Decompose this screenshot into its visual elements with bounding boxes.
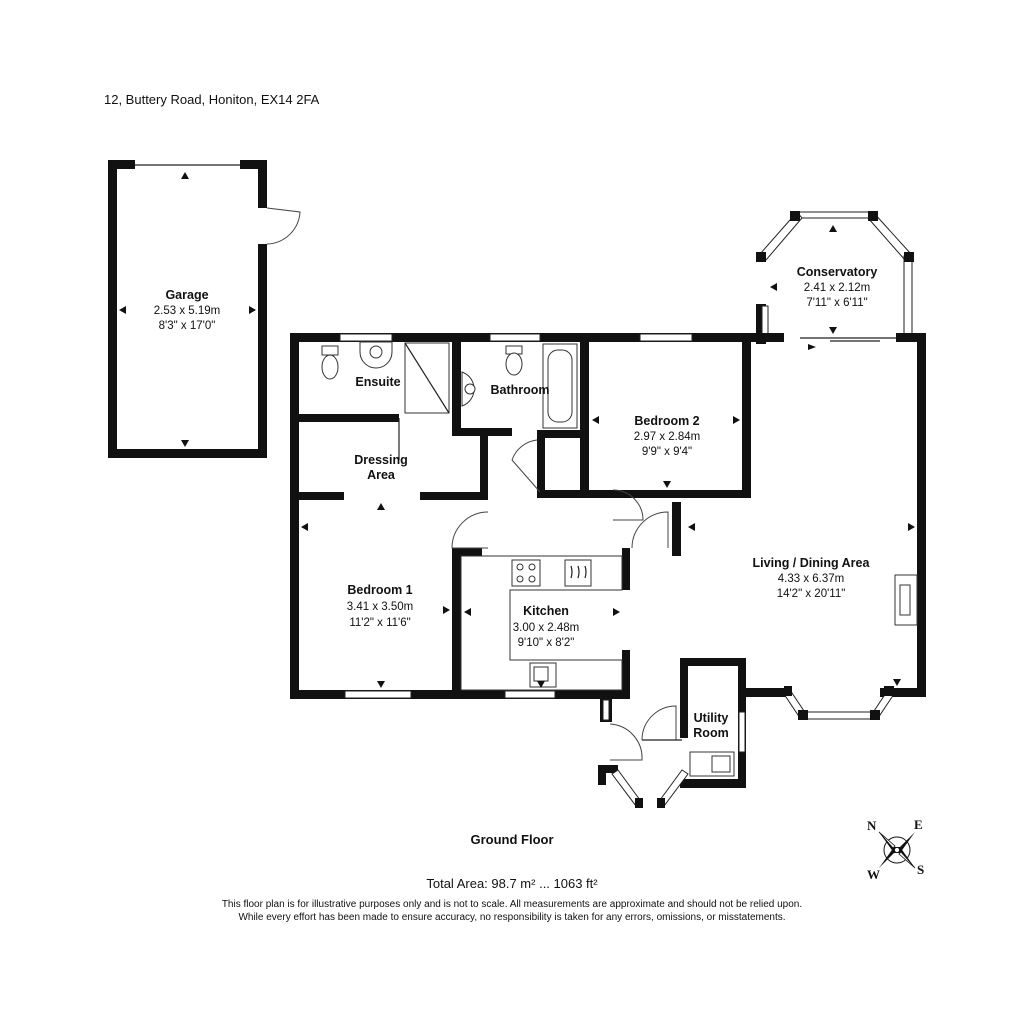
bedroom1-imperial: 11'2" x 11'6" bbox=[349, 617, 410, 629]
bathroom-name: Bathroom bbox=[490, 383, 549, 397]
conservatory-imperial: 7'11" x 6'11" bbox=[806, 297, 867, 309]
garage-metric: 2.53 x 5.19m bbox=[154, 305, 220, 317]
ensuite-name: Ensuite bbox=[355, 375, 400, 389]
utility-name-1: Utility bbox=[694, 711, 729, 725]
bedroom1-name: Bedroom 1 bbox=[347, 583, 412, 597]
kitchen-metric: 3.00 x 2.48m bbox=[513, 622, 579, 634]
disclaimer-line-2: While every effort has been made to ensu… bbox=[238, 912, 786, 923]
kitchen-imperial: 9'10" x 8'2" bbox=[518, 637, 575, 649]
room-labels: Garage 2.53 x 5.19m 8'3" x 17'0" Conserv… bbox=[154, 265, 878, 740]
living-imperial: 14'2" x 20'11" bbox=[777, 588, 846, 600]
garage bbox=[108, 160, 301, 458]
garage-name: Garage bbox=[165, 288, 208, 302]
sanitary-fixtures bbox=[321, 341, 735, 777]
compass-south: S bbox=[917, 862, 924, 877]
dressing-name-2: Area bbox=[367, 468, 396, 482]
kitchen-name: Kitchen bbox=[523, 604, 569, 618]
bedroom2-name: Bedroom 2 bbox=[634, 414, 699, 428]
disclaimer: This floor plan is for illustrative purp… bbox=[0, 898, 1024, 924]
disclaimer-line-1: This floor plan is for illustrative purp… bbox=[221, 899, 803, 910]
bedroom1-metric: 3.41 x 3.50m bbox=[347, 601, 413, 613]
conservatory-metric: 2.41 x 2.12m bbox=[804, 282, 870, 294]
garage-imperial: 8'3" x 17'0" bbox=[159, 320, 216, 332]
bedroom2-metric: 2.97 x 2.84m bbox=[634, 431, 700, 443]
floor-name: Ground Floor bbox=[470, 832, 554, 847]
living-metric: 4.33 x 6.37m bbox=[778, 573, 844, 585]
utility-name-2: Room bbox=[693, 726, 728, 740]
compass-east: E bbox=[914, 817, 923, 832]
bedroom2-imperial: 9'9" x 9'4" bbox=[642, 446, 692, 458]
internal-walls bbox=[299, 338, 751, 808]
living-name: Living / Dining Area bbox=[753, 556, 871, 570]
compass-west: W bbox=[867, 867, 880, 882]
property-address: 12, Buttery Road, Honiton, EX14 2FA bbox=[104, 92, 320, 107]
compass-north: N bbox=[867, 818, 877, 833]
compass-rose-icon: N E S W bbox=[867, 817, 924, 882]
dimension-arrows bbox=[301, 344, 915, 688]
door-swings bbox=[451, 439, 682, 761]
conservatory bbox=[756, 211, 914, 344]
conservatory-name: Conservatory bbox=[797, 265, 878, 279]
total-area: Total Area: 98.7 m² ... 1063 ft² bbox=[426, 876, 598, 891]
dressing-name-1: Dressing bbox=[354, 453, 408, 467]
